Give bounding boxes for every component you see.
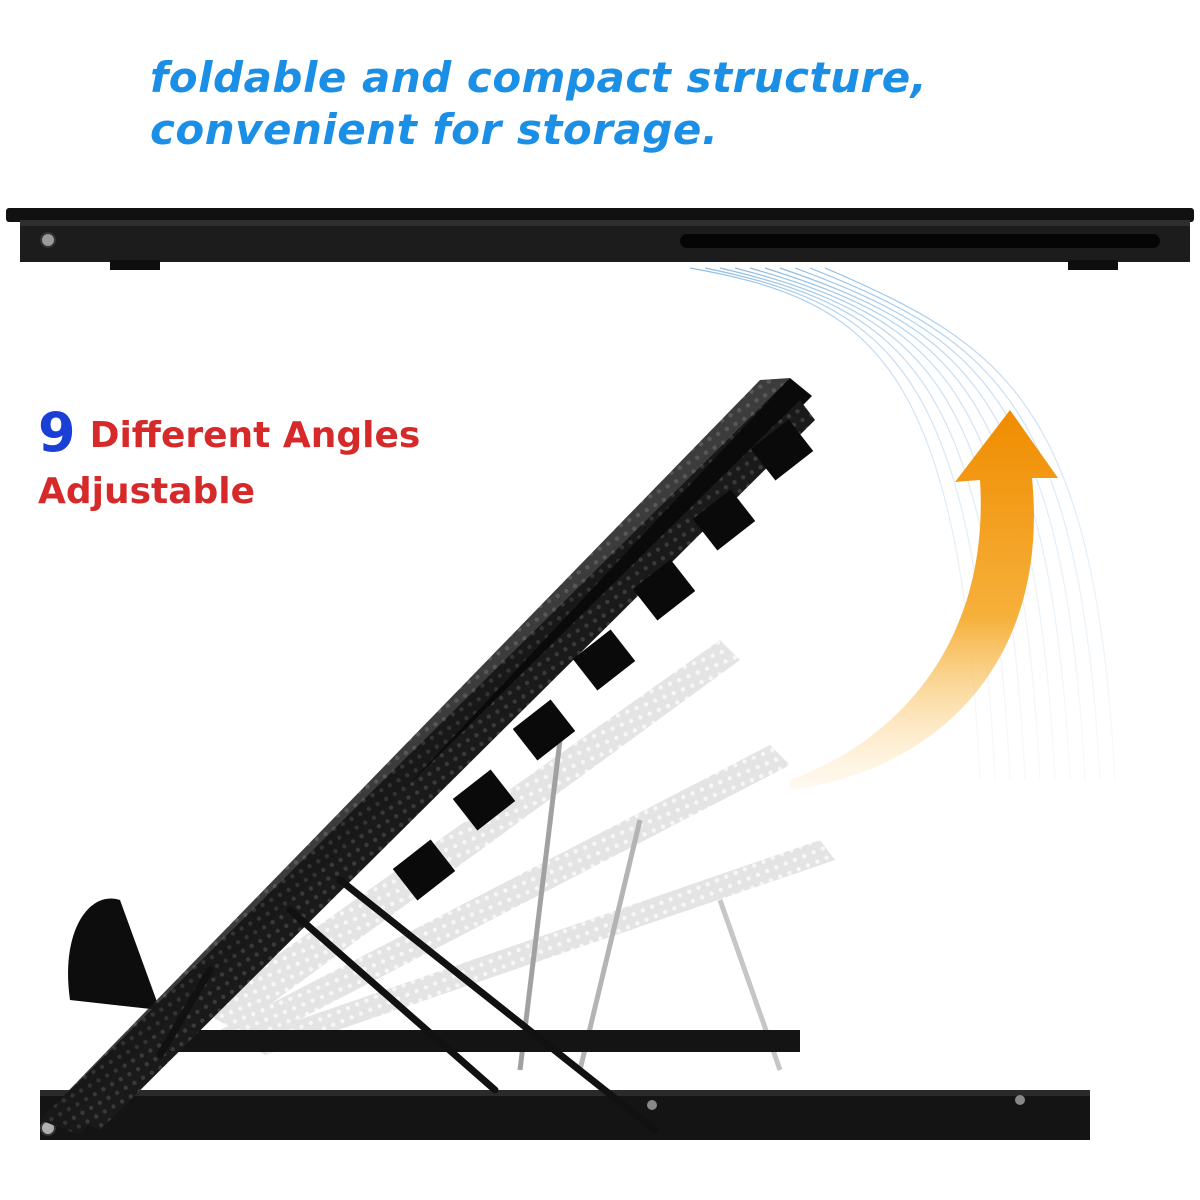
angles-line1-text: Different Angles	[89, 415, 421, 456]
angles-line2: Adjustable	[38, 471, 256, 512]
folded-stand	[6, 208, 1194, 270]
motion-lines	[689, 267, 1116, 781]
headline-line1: foldable and compact structure,	[150, 53, 928, 102]
base-frame	[40, 1030, 1090, 1140]
up-arrow-icon	[790, 410, 1058, 790]
headline: foldable and compact structure, convenie…	[150, 52, 1150, 156]
support-legs	[156, 876, 659, 1134]
side-plate	[68, 898, 160, 1010]
raised-panel	[40, 378, 815, 1135]
angles-number: 9	[38, 401, 76, 464]
headline-line2: convenient for storage.	[150, 105, 719, 154]
